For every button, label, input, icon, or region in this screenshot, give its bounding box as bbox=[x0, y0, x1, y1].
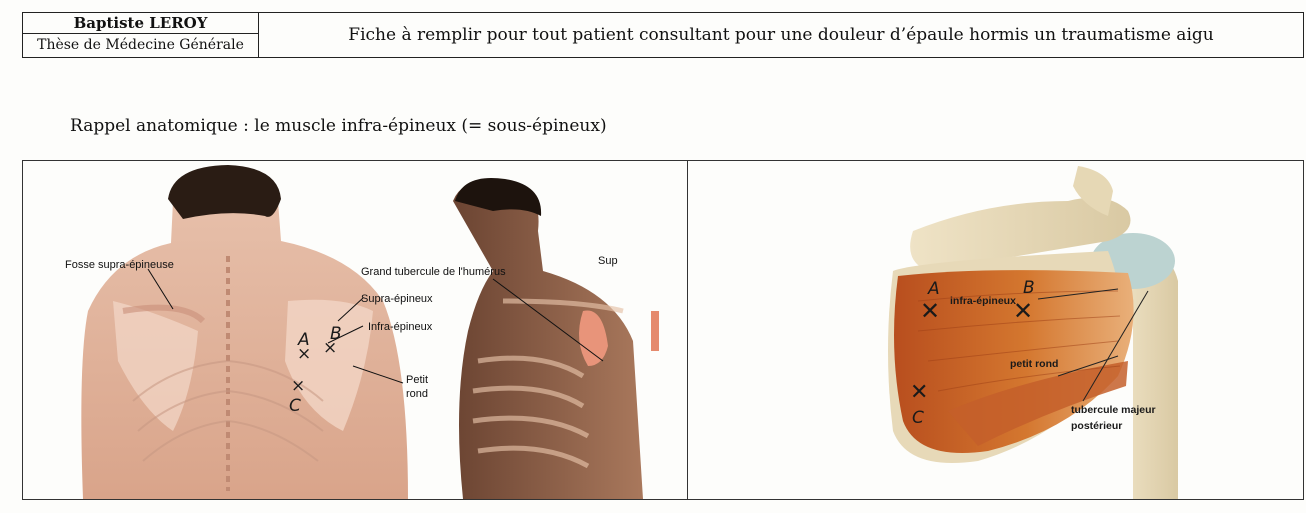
mark-a-cross: × bbox=[297, 344, 311, 364]
anatomy-figure-frame: Fosse supra-épineuse Grand tubercule de … bbox=[22, 160, 1304, 500]
label-petit-rond-3d: petit rond bbox=[1010, 358, 1058, 370]
shoulder-model-figure: infra-épineux petit rond tubercule majeu… bbox=[688, 161, 1303, 499]
mark-b-cross: × bbox=[323, 338, 337, 358]
mark-a-cross-3d: ✕ bbox=[920, 297, 940, 325]
label-grand-tubercule: Grand tubercule de l'humérus bbox=[361, 266, 506, 278]
label-petit: Petit bbox=[406, 374, 428, 386]
cropped-muscle-edge bbox=[651, 311, 659, 351]
label-fosse-supra: Fosse supra-épineuse bbox=[65, 259, 174, 271]
header-table: Baptiste LEROY Thèse de Médecine Général… bbox=[22, 12, 1304, 58]
label-cropped-sup: Sup bbox=[598, 255, 618, 267]
author-name: Baptiste LEROY bbox=[23, 13, 258, 34]
back-view-illustration: Fosse supra-épineuse Grand tubercule de … bbox=[23, 161, 687, 499]
mark-b-cross-3d: ✕ bbox=[1013, 297, 1033, 325]
label-tubercule-majeur: tubercule majeur bbox=[1071, 404, 1156, 416]
label-posterieur: postérieur bbox=[1071, 420, 1122, 432]
thesis-subtitle: Thèse de Médecine Générale bbox=[23, 35, 258, 57]
mark-c-letter: C bbox=[289, 396, 301, 416]
back-view-figure: Fosse supra-épineuse Grand tubercule de … bbox=[23, 161, 687, 499]
anatomy-reminder: Rappel anatomique : le muscle infra-épin… bbox=[70, 116, 607, 136]
mark-c-cross-3d: ✕ bbox=[910, 380, 928, 405]
mark-b-letter-3d: B bbox=[1023, 278, 1035, 298]
shoulder-model-illustration: infra-épineux petit rond tubercule majeu… bbox=[688, 161, 1303, 499]
header-author-cell: Baptiste LEROY Thèse de Médecine Général… bbox=[23, 13, 259, 57]
mark-a-letter-3d: A bbox=[927, 279, 940, 299]
form-title: Fiche à remplir pour tout patient consul… bbox=[259, 13, 1303, 57]
label-infra-epineux: Infra-épineux bbox=[368, 321, 433, 333]
mark-c-letter-3d: C bbox=[912, 408, 924, 428]
head-hair bbox=[168, 165, 281, 219]
label-supra-epineux: Supra-épineux bbox=[361, 293, 433, 305]
label-rond: rond bbox=[406, 388, 428, 400]
label-infra-epineux-3d: infra-épineux bbox=[950, 295, 1016, 307]
mark-c-cross: × bbox=[291, 376, 305, 396]
